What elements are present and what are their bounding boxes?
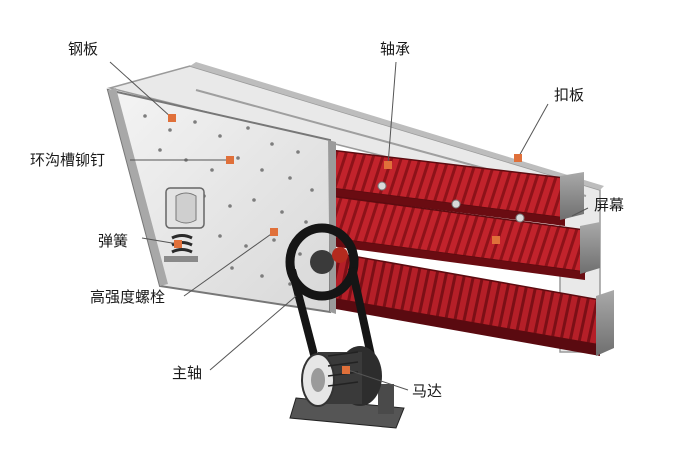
orange-markers xyxy=(168,114,522,374)
label-main-shaft: 主轴 xyxy=(172,364,203,382)
label-screen-mesh: 屏幕 xyxy=(594,196,625,214)
label-spring: 弹簧 xyxy=(98,232,129,250)
label-high-strength-bolt: 高强度螺栓 xyxy=(90,288,166,306)
label-clamp-plate: 扣板 xyxy=(554,86,585,104)
marker-spring xyxy=(174,240,182,248)
label-bearing: 轴承 xyxy=(380,40,411,58)
marker-motor xyxy=(342,366,350,374)
bearing-brackets xyxy=(377,181,525,223)
label-ring-groove-rivet: 环沟槽铆钉 xyxy=(30,151,106,169)
motor xyxy=(289,346,405,429)
rivet-pattern xyxy=(143,114,318,286)
label-motor: 马达 xyxy=(412,382,443,400)
marker-clamp-plate xyxy=(514,154,522,162)
marker-steel-plate xyxy=(168,114,176,122)
marker-screen xyxy=(492,236,500,244)
marker-rivet xyxy=(226,156,234,164)
marker-bearing xyxy=(384,161,392,169)
marker-bolt xyxy=(270,228,278,236)
leader-lines xyxy=(109,61,589,391)
label-steel-plate: 钢板 xyxy=(68,40,99,58)
belt-drive xyxy=(285,223,376,372)
